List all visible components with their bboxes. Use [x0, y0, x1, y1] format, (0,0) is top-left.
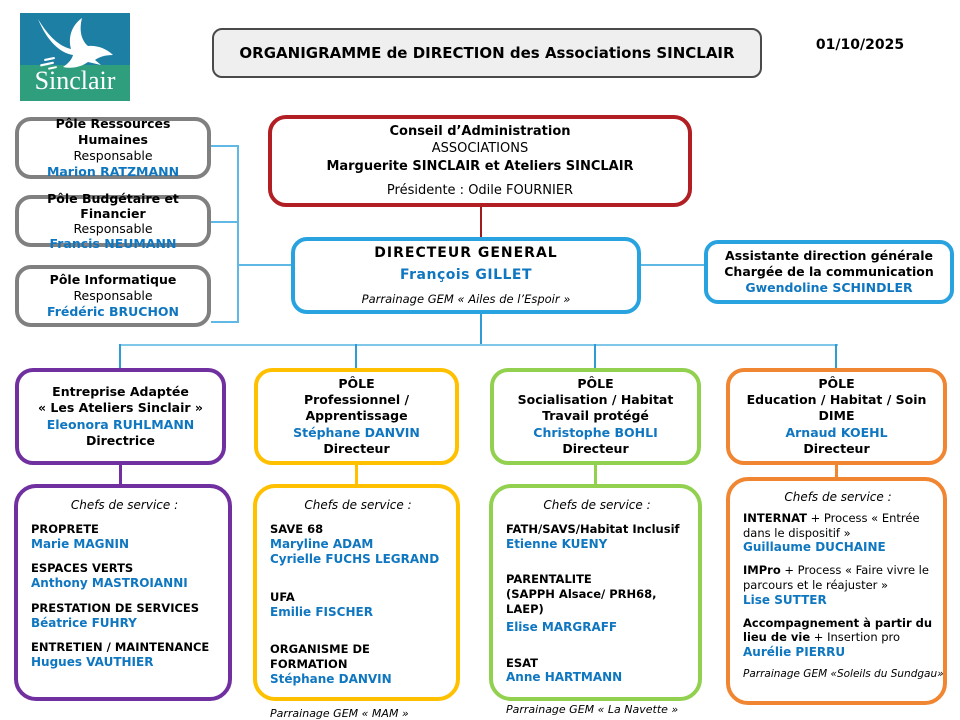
connector-drop-pole2 [355, 344, 357, 368]
parrainage-note: Parrainage GEM « La Navette » [506, 703, 679, 717]
parrainage-note: Parrainage GEM «Soleils du Sundgau» [743, 668, 944, 680]
page-title-box: ORGANIGRAMME de DIRECTION des Associatio… [212, 28, 762, 78]
chefs-heading: Chefs de service : [304, 498, 412, 512]
pole-director-role: Directeur [562, 440, 629, 456]
pole-budgetaire-box: Pôle Budgétaire et Financier Responsable… [15, 191, 211, 251]
pole-informatique-box: Pôle Informatique Responsable Frédéric B… [15, 265, 211, 327]
board-title: Conseil d’Administration [389, 123, 571, 139]
directeur-general-box: DIRECTEUR GENERAL François GILLET Parrai… [291, 237, 641, 314]
connector-drop-pole4 [835, 344, 837, 368]
pole-title-line: PÔLE [338, 375, 375, 391]
chefs-heading: Chefs de service : [70, 498, 179, 512]
service-item: IMPro + Process « Faire vivre le parcour… [743, 563, 929, 607]
pole-director-name: Eleonora RUHLMANN [46, 416, 195, 432]
pole-director-role: Directeur [323, 440, 390, 456]
pole-title-line: Travail protégé [542, 408, 649, 424]
service-item: ESAT Anne HARTMANN [506, 655, 623, 685]
pole-title: Pôle Informatique [49, 271, 177, 287]
parrainage-note: Parrainage GEM « MAM » [270, 706, 409, 720]
service-item: FATH/SAVS/Habitat Inclusif Etienne KUENY [506, 521, 680, 551]
connector-informatique-stub [211, 321, 238, 323]
pole-title-line: Socialisation / Habitat [517, 392, 674, 408]
chefs-entreprise-adaptee-box: Chefs de service : PROPRETE Marie MAGNIN… [14, 484, 232, 701]
dg-title: DIRECTEUR GENERAL [374, 245, 558, 261]
assistant-title-1: Assistante direction générale [725, 247, 933, 263]
service-label-suffix: + Process « Faire vivre le parcours et l… [743, 563, 929, 592]
board-associations: ASSOCIATIONS [431, 141, 529, 157]
service-item: ENTRETIEN / MAINTENANCE Hugues VAUTHIER [31, 640, 210, 670]
pole-role: Responsable [73, 221, 153, 236]
board-entities: Marguerite SINCLAIR et Ateliers SINCLAIR [326, 159, 634, 174]
assistante-direction-box: Assistante direction générale Chargée de… [704, 240, 954, 304]
assistant-name: Gwendoline SCHINDLER [745, 280, 913, 296]
chefs-professionnel-box: Chefs de service : SAVE 68 Maryline ADAM… [253, 484, 460, 720]
pole-director-role: Directrice [85, 432, 156, 448]
pole-title-line: « Les Ateliers Sinclair » [38, 400, 203, 416]
connector-pole3-chefs [594, 465, 597, 484]
service-label-suffix: + Insertion pro [810, 630, 901, 645]
date-label: 01/10/2025 [815, 37, 905, 53]
service-item: UFA Emilie FISCHER [270, 589, 373, 619]
pole-title-line: PÔLE [577, 375, 614, 391]
pole-title-line: Apprentissage [305, 408, 408, 424]
sinclair-logo: Sinclair [20, 13, 130, 101]
dg-name: François GILLET [399, 267, 533, 283]
service-item: ORGANISME DE FORMATION Stéphane DANVIN [270, 642, 392, 687]
service-item: INTERNAT + Process « Entrée dans le disp… [743, 510, 920, 555]
pole-director-name: Christophe BOHLI [533, 424, 658, 440]
service-item: ESPACES VERTS Anthony MASTROIANNI [31, 561, 188, 591]
pole-manager-name: Marion RATZMANN [46, 164, 180, 180]
pole-ressources-humaines-box: Pôle Ressources Humaines Responsable Mar… [15, 115, 211, 180]
chefs-education-box: Chefs de service : INTERNAT + Process « … [726, 477, 947, 705]
connector-dg-to-assistant [641, 264, 704, 266]
pole-title-line: DIME [818, 408, 855, 424]
conseil-administration-box: Conseil d’Administration ASSOCIATIONS Ma… [268, 115, 692, 207]
chefs-heading: Chefs de service : [784, 490, 892, 504]
connector-poles-to-dg [237, 264, 291, 266]
chefs-socialisation-box: Chefs de service : FATH/SAVS/Habitat Inc… [489, 484, 702, 716]
pole-professionnel-box: PÔLE Professionnel / Apprentissage Stéph… [254, 368, 459, 465]
pole-director-name: Stéphane DANVIN [293, 424, 420, 440]
dg-parrainage-note: Parrainage GEM « Ailes de l’Espoir » [361, 292, 571, 306]
pole-director-name: Arnaud KOEHL [785, 424, 888, 440]
pole-role: Responsable [73, 148, 153, 163]
pole-title-line: PÔLE [818, 375, 855, 391]
connector-left-vertical [237, 145, 239, 323]
connector-pole4-chefs [835, 465, 838, 477]
connector-finance-stub [211, 221, 238, 223]
pole-title-line: Entreprise Adaptée [52, 384, 189, 399]
chefs-heading: Chefs de service : [543, 498, 651, 512]
connector-dg-down [480, 314, 482, 345]
pole-manager-name: Francis NEUMANN [49, 236, 177, 251]
service-item: PRESTATION DE SERVICES Béatrice FUHRY [31, 600, 200, 630]
pole-title: Pôle Budgétaire et Financier [47, 191, 179, 221]
assistant-title-2: Chargée de la communication [724, 263, 934, 279]
service-item: PARENTALITE (SAPPH Alsace/ PRH68, LAEP) … [506, 572, 657, 634]
pole-education-box: PÔLE Education / Habitat / Soin DIME Arn… [726, 368, 947, 465]
board-president: Présidente : Odile FOURNIER [386, 182, 574, 198]
service-label-suffix: + Process « Entrée dans le dispositif » [743, 510, 920, 540]
service-item: PROPRETE Marie MAGNIN [31, 521, 130, 551]
pole-manager-name: Frédéric BRUCHON [46, 304, 180, 320]
logo-text: Sinclair [34, 66, 116, 95]
connector-pole2-chefs [355, 465, 358, 484]
connector-rh-stub [211, 145, 238, 147]
pole-socialisation-box: PÔLE Socialisation / Habitat Travail pro… [490, 368, 701, 465]
connector-main-horizontal [119, 344, 838, 346]
pole-entreprise-adaptee-box: Entreprise Adaptée « Les Ateliers Sincla… [15, 368, 226, 465]
connector-drop-pole3 [594, 344, 596, 368]
connector-pole1-chefs [119, 465, 122, 484]
connector-board-to-dg [480, 207, 482, 237]
bird-icon [38, 18, 113, 70]
service-item: SAVE 68 Maryline ADAM Cyrielle FUCHS LEG… [270, 521, 440, 567]
pole-role: Responsable [73, 287, 153, 303]
page-title: ORGANIGRAMME de DIRECTION des Associatio… [239, 44, 735, 62]
service-item: Accompagnement à partir du lieu de vie +… [743, 615, 933, 660]
logo-background-bottom [20, 65, 130, 101]
pole-title: Pôle Ressources Humaines [55, 115, 171, 147]
pole-title-line: Professionnel / [303, 392, 410, 408]
connector-drop-pole1 [119, 344, 121, 368]
pole-director-role: Directeur [803, 440, 870, 456]
pole-title-line: Education / Habitat / Soin [746, 392, 927, 408]
